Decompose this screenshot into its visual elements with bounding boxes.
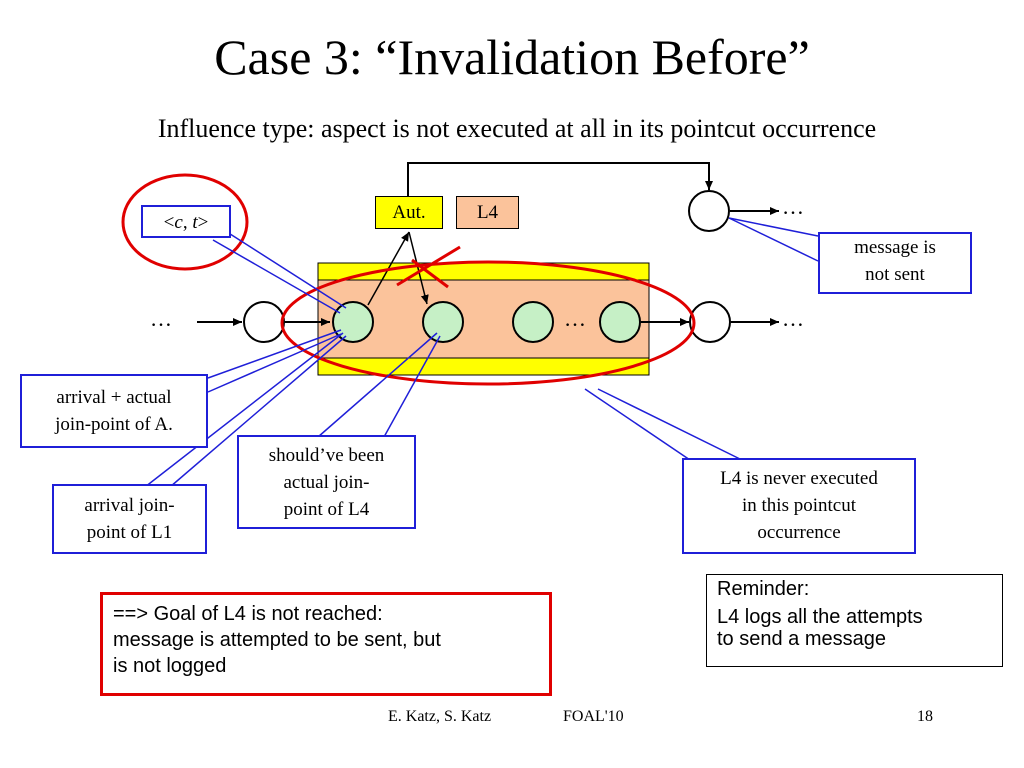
ct-sep: ,: [182, 212, 193, 233]
ellipsis-left: …: [150, 306, 172, 331]
callout-line: point of L4: [283, 499, 370, 520]
ct-close: >: [197, 212, 209, 233]
state-node-upper-right: [688, 190, 730, 232]
ct-t: t: [192, 212, 198, 233]
ct-c: c: [174, 212, 183, 233]
slide-subtitle: Influence type: aspect is not executed a…: [157, 114, 877, 143]
goal-line: ==> Goal of L4 is not reached:: [113, 603, 383, 625]
callout-line-msg-1: [728, 217, 819, 237]
reminder-line: L4 logs all the attempts: [717, 606, 923, 628]
goal-box: ==> Goal of L4 is not reached: message i…: [100, 592, 552, 696]
callout-line-arrival-l1-1: [144, 332, 344, 488]
invalidation-cross-1: [396, 245, 461, 287]
footer-page-number: 18: [917, 708, 933, 725]
callout-l4-never: L4 is never executed in this pointcut oc…: [682, 458, 916, 554]
state-node-right: [689, 301, 731, 343]
callout-line: arrival + actual: [56, 387, 172, 408]
callout-line: should’ve been: [268, 445, 385, 466]
footer-venue: FOAL'10: [563, 708, 624, 725]
l4-box: L4: [456, 196, 519, 229]
callout-line: point of L1: [86, 522, 173, 543]
band-node-4: [599, 301, 641, 343]
ellipsis-middle: …: [564, 306, 586, 331]
callout-line-ct-1: [212, 239, 341, 314]
callout-line-ct-2: [226, 231, 347, 309]
callout-line: arrival join-: [84, 495, 175, 516]
ellipsis-right: …: [782, 306, 804, 331]
goal-line: message is attempted to be sent, but: [113, 629, 441, 651]
band-node-3: [512, 301, 554, 343]
ct-label: <c, t>: [141, 205, 231, 238]
pointcut-ellipse: [280, 260, 696, 386]
state-node-left: [243, 301, 285, 343]
callout-line-never-2: [597, 388, 743, 461]
ct-ellipse: [121, 173, 249, 271]
ct-open: <: [163, 212, 175, 233]
reminder-heading: Reminder:: [717, 578, 810, 600]
callout-line-shouldve-1: [317, 332, 438, 438]
arrow-aut-to-l4-node: [408, 231, 429, 305]
callout-line: occurrence: [757, 522, 841, 543]
aut-box: Aut.: [375, 196, 443, 229]
callout-line-shouldve-2: [383, 335, 441, 438]
callout-line: join-point of A.: [55, 414, 173, 435]
join-point-node-l4: [422, 301, 464, 343]
slide-title: Case 3: “Invalidation Before”: [214, 29, 810, 85]
reminder-line: to send a message: [717, 628, 886, 650]
callout-line-arrival-l1-2: [169, 335, 347, 488]
callout-line: in this pointcut: [742, 495, 856, 516]
goal-line: is not logged: [113, 655, 227, 677]
ellipsis-upper-right: …: [782, 194, 804, 219]
callout-arrival-actual: arrival + actual join-point of A.: [20, 374, 208, 448]
callout-message-not-sent: message is not sent: [818, 232, 972, 294]
top-routing-line: [407, 162, 713, 196]
callout-line: message is: [854, 237, 936, 258]
join-point-node-a: [332, 301, 374, 343]
callout-line: L4 is never executed: [720, 468, 878, 489]
callout-line-arrival-actual-1: [207, 329, 342, 379]
callout-shouldve: should’ve been actual join- point of L4: [237, 435, 416, 529]
callout-line-arrival-actual-2: [207, 333, 342, 393]
reminder-box: Reminder: L4 logs all the attempts to se…: [706, 574, 1003, 667]
callout-arrival-l1: arrival join- point of L1: [52, 484, 207, 554]
footer-authors: E. Katz, S. Katz: [388, 708, 492, 725]
callout-line: not sent: [865, 264, 925, 285]
callout-line-never-1: [584, 388, 691, 461]
callout-line: actual join-: [283, 472, 370, 493]
callout-line-msg-2: [728, 217, 819, 262]
